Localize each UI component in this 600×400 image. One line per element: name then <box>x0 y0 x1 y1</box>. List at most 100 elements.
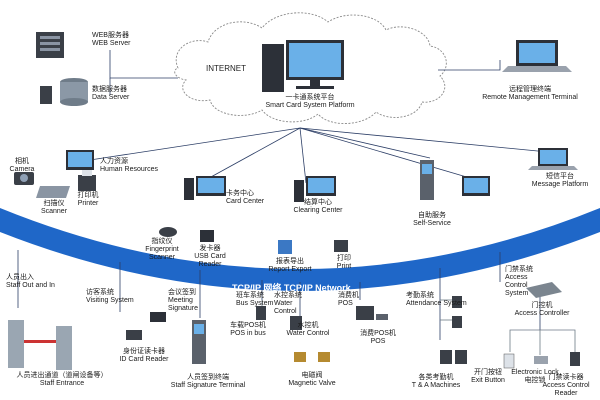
label-magnetic-line: 电磁阀 <box>301 372 323 379</box>
label-scanner-line: Scanner <box>40 208 68 215</box>
label-ta-line: T & A Machines <box>411 382 461 389</box>
label-access-ctrl-line: 门控机 <box>531 302 553 309</box>
label-usb-reader-line: 发卡器 <box>199 245 221 252</box>
label-message-line: Message Platform <box>531 181 589 188</box>
self-service-computer-icon <box>462 176 490 196</box>
label-clearing-line: Clearing Center <box>293 207 343 214</box>
card-center-computer-icon <box>184 176 226 200</box>
access-reader-icon <box>570 352 580 366</box>
label-report-line: 报表导出 <box>276 258 304 265</box>
tcp-ip-network-band <box>0 208 600 291</box>
label-card-center-line: 卡务中心 <box>226 190 254 197</box>
label-platform-line: Smart Card System Platform <box>265 102 355 109</box>
label-exit-button-line: 开门按钮 <box>473 369 502 376</box>
web-server-icon <box>36 32 64 58</box>
platform-computer-icon <box>262 40 344 92</box>
label-attendance-line: 考勤系统 <box>406 292 434 299</box>
report-export-icon <box>278 240 292 254</box>
label-bus-pos-line: 车载POS机 <box>230 322 266 329</box>
label-remote-line: 远程管理终端 <box>509 86 551 93</box>
access-controller-icon <box>526 282 562 298</box>
label-pos-line: POS <box>338 300 353 307</box>
label-bus-pos-line: POS in bus <box>230 330 266 337</box>
fingerprint-scanner-icon <box>159 227 177 237</box>
label-remote-line: Remote Management Terminal <box>482 94 578 101</box>
turnstile-icon <box>8 320 72 370</box>
label-access-sys-line: Control <box>505 282 528 289</box>
clearing-computer-icon <box>294 176 336 202</box>
label-water-line: Control <box>274 308 297 315</box>
label-self-service-line: 自助服务 <box>417 212 446 219</box>
label-meeting-line: Signature <box>168 305 198 312</box>
label-fingerprint-line: Scanner <box>148 254 176 261</box>
label-access-sys-line: 门禁系统 <box>505 266 533 273</box>
label-ac-reader-line: Reader <box>554 390 578 397</box>
kiosk-icon <box>420 160 434 200</box>
label-printer-line: Printer <box>77 200 99 207</box>
label-hr-line: Human Resources <box>100 166 158 173</box>
scanner-icon <box>36 186 70 198</box>
label-ta-line: 各类考勤机 <box>418 374 454 381</box>
label-fingerprint-line: Fingerprint <box>145 246 179 253</box>
label-clearing-line: 结算中心 <box>304 199 332 206</box>
label-pos-machine-line: 消费POS机 <box>360 330 396 337</box>
label-staff-out-line: Staff Out and In <box>6 282 55 289</box>
label-id-reader-line: ID Card Reader <box>119 356 169 363</box>
pos-machine-icon <box>356 306 388 320</box>
label-access-ctrl-line: Access Controller <box>514 310 570 317</box>
label-staff-out-line: 人员出入 <box>6 274 34 281</box>
label-access-sys-line: System <box>505 290 529 297</box>
water-control-icon <box>290 316 302 330</box>
label-visiting-line: 访客系统 <box>86 289 114 296</box>
label-print-line: Print <box>336 263 352 270</box>
label-staff-sig-line: Staff Signature Terminal <box>170 382 246 389</box>
label-printer-line: 打印机 <box>77 192 99 199</box>
visitor-computer-icon <box>150 312 166 322</box>
label-staff-sig-line: 人员签到终端 <box>186 374 229 381</box>
label-fingerprint-line: 指纹仪 <box>151 238 173 245</box>
label-web-server-line: WEB Server <box>92 40 131 47</box>
label-hr-line: 人力资源 <box>100 158 128 165</box>
internet-label: INTERNET <box>206 64 246 73</box>
exit-button-icon <box>503 353 515 369</box>
hr-computer-icon <box>66 150 94 170</box>
label-exit-button-line: Exit Button <box>471 377 505 384</box>
label-attendance-line: Attendance System <box>406 300 467 307</box>
label-pos-machine-line: POS <box>370 338 386 345</box>
label-report-line: Report Export <box>268 266 312 273</box>
label-access-sys-line: Access <box>505 274 528 281</box>
label-ac-reader-line: Access Control <box>542 382 590 389</box>
label-data-server-line: 数据服务器 <box>92 86 127 93</box>
label-usb-reader-line: Reader <box>198 261 222 268</box>
label-camera-line: Camera <box>9 166 35 173</box>
label-staff-entrance: 人员进出通道（道闸设备等）Staff Entrance <box>17 372 108 388</box>
label-camera-line: 相机 <box>15 158 29 165</box>
label-scanner-line: 扫描仪 <box>43 200 65 207</box>
printer-icon <box>78 170 96 191</box>
label-pos-line: 消费机 <box>338 292 359 299</box>
